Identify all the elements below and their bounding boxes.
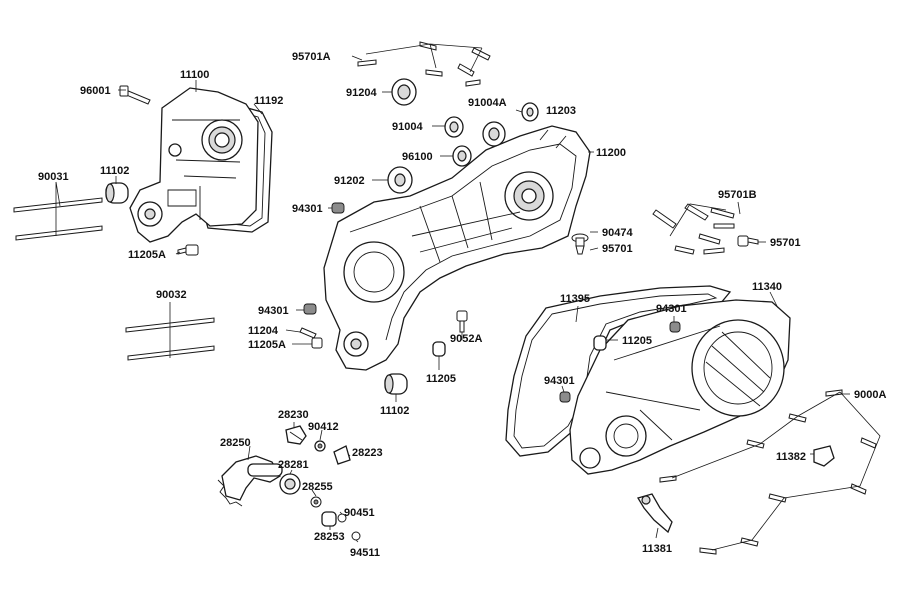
callout-94301-lower: 94301 (544, 375, 575, 387)
callout-28255: 28255 (302, 481, 333, 493)
dowel-11102-lower-drawing (384, 373, 408, 395)
callout-28230: 28230 (278, 409, 309, 421)
callout-94301-mid: 94301 (258, 305, 289, 317)
callout-94301-top: 94301 (292, 203, 323, 215)
dowel-94301-lower-drawing (559, 391, 571, 403)
callout-90412: 90412 (308, 421, 339, 433)
bolt-11205A-lower-drawing (311, 337, 323, 349)
bearing-91204-drawing (391, 78, 417, 106)
callout-91202: 91202 (334, 175, 365, 187)
callout-11100: 11100 (180, 69, 209, 81)
callout-90031: 90031 (38, 171, 69, 183)
dowel-94301-right-drawing (669, 321, 681, 333)
callout-9052A: 9052A (450, 333, 482, 345)
bolt-95701-center-drawing (575, 245, 585, 255)
callout-11203: 11203 (546, 105, 576, 117)
dowel-11205-drawing (432, 341, 446, 357)
callout-9000A: 9000A (854, 389, 886, 401)
bracket-11381-drawing (637, 493, 673, 534)
callout-11395: 11395 (560, 293, 590, 305)
callout-11192: 11192 (254, 95, 283, 107)
callout-11200: 11200 (596, 147, 626, 159)
spring-28223-drawing (333, 445, 351, 465)
callout-96001: 96001 (80, 85, 111, 97)
callout-95701B: 95701B (718, 189, 757, 201)
callout-95701A: 95701A (292, 51, 331, 63)
bearing-91202-drawing (387, 166, 413, 194)
callout-94511: 94511 (350, 547, 380, 559)
bolt-95701-right-drawing (737, 235, 759, 247)
kick-gear-28250-drawing (217, 455, 283, 507)
callout-91004A: 91004A (468, 97, 507, 109)
leader-lines (55, 55, 850, 543)
callout-95701-center: 95701 (602, 243, 633, 255)
callout-91204: 91204 (346, 87, 377, 99)
callout-11205: 11205 (426, 373, 456, 385)
dowel-11205-right-drawing (593, 335, 607, 351)
callout-labels: 96001 11100 11192 90031 11102 11205A 957… (38, 51, 886, 559)
clamp-11382-drawing (813, 445, 835, 467)
callout-11340: 11340 (752, 281, 782, 293)
seal-96100-drawing (452, 145, 472, 167)
callout-11381: 11381 (642, 543, 672, 555)
bolts-9000A-drawing (659, 389, 881, 555)
bolt-11204-drawing (299, 327, 317, 339)
bolt-11205A-top-drawing (177, 244, 199, 256)
dowel-94301-top-drawing (331, 202, 345, 214)
washer-90412-drawing (314, 440, 326, 452)
bearing-91004-drawing (444, 116, 464, 138)
bearing-91004A-drawing (482, 121, 506, 147)
callout-11204: 11204 (248, 325, 279, 337)
callout-96100: 96100 (402, 151, 433, 163)
callout-11205-right: 11205 (622, 335, 652, 347)
callout-90451: 90451 (344, 507, 375, 519)
callout-91004: 91004 (392, 121, 423, 133)
callout-28281: 28281 (278, 459, 309, 471)
spindle-28230-drawing (285, 425, 307, 445)
bolts-95701A-drawing (357, 41, 491, 87)
callout-11205A-lower: 11205A (248, 339, 286, 351)
callout-95701-right: 95701 (770, 237, 801, 249)
callout-11102-top: 11102 (100, 165, 129, 177)
clip-94511-drawing (351, 531, 361, 541)
screw-9052A-drawing (456, 310, 468, 333)
bolts-95701B-drawing (652, 203, 735, 255)
dowel-11102-top-drawing (105, 182, 129, 204)
gearbox-cover-drawing (129, 87, 273, 243)
bolt-96001-drawing (119, 85, 151, 105)
ratchet-28281-drawing (279, 473, 301, 495)
crankcase-11200-drawing (323, 125, 591, 371)
dowel-94301-mid-drawing (303, 303, 317, 315)
callout-28250: 28250 (220, 437, 251, 449)
callout-28253: 28253 (314, 531, 345, 543)
callout-11205A-top: 11205A (128, 249, 166, 261)
callout-94301-right: 94301 (656, 303, 687, 315)
callout-11102-lower: 11102 (380, 405, 409, 417)
callout-90474: 90474 (602, 227, 633, 239)
callout-90032: 90032 (156, 289, 187, 301)
plug-90474-drawing (571, 233, 589, 247)
studs-90031-drawing (13, 197, 103, 241)
left-cover-11340-drawing (569, 299, 791, 475)
bushing-28255-drawing (310, 496, 322, 508)
callout-28223: 28223 (352, 447, 383, 459)
seal-11203-drawing (521, 102, 539, 122)
callout-11382: 11382 (776, 451, 806, 463)
bushing-28253-drawing (321, 511, 337, 527)
